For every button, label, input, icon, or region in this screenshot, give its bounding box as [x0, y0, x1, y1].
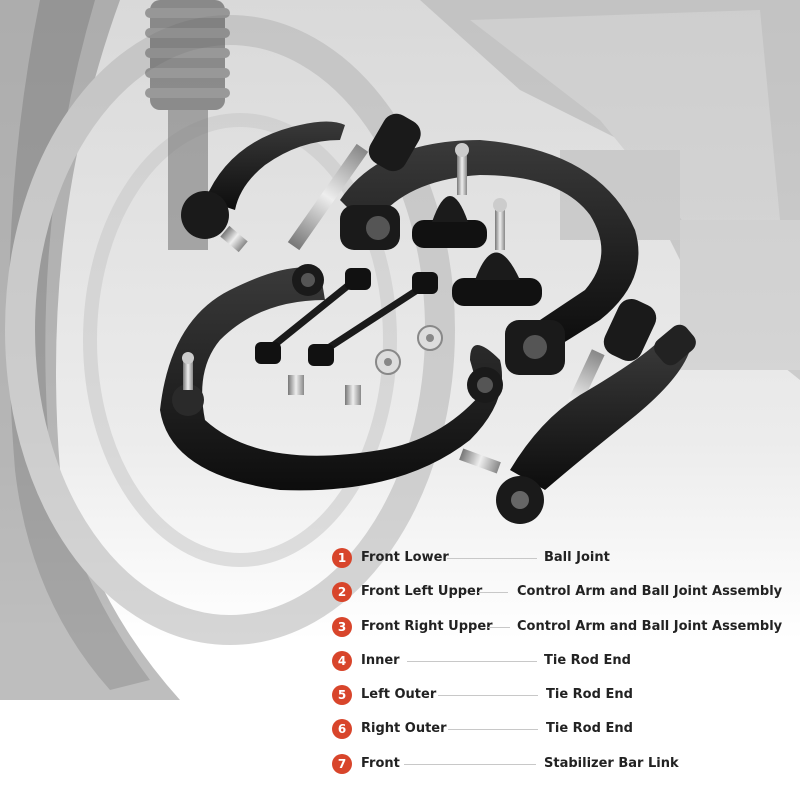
part-name: Tie Rod End [544, 652, 631, 668]
parts-list: 1 Front Lower Ball Joint 2 Front Left Up… [332, 546, 782, 786]
washers [375, 325, 443, 375]
leader-line [488, 626, 510, 628]
part-row-6: 6 Right Outer Tie Rod End [332, 717, 782, 751]
part-row-1: 1 Front Lower Ball Joint [332, 546, 782, 580]
stabilizer-bar-link-1 [255, 268, 371, 395]
right-outer-tie-rod-end [459, 324, 696, 524]
part-name: Tie Rod End [546, 687, 633, 703]
left-inner-tie-rod [287, 113, 421, 251]
leader-line [478, 592, 508, 594]
part-name: Control Arm and Ball Joint Assembly [517, 618, 783, 634]
leader-line [438, 695, 538, 697]
leader-line [447, 558, 537, 559]
part-name: Stabilizer Bar Link [544, 755, 679, 771]
engine-bay-background [420, 0, 800, 380]
part-row-2: 2 Front Left Upper Control Arm and Ball … [332, 580, 782, 614]
number-badge: 2 [332, 582, 352, 603]
part-position: Front Left Upper [361, 584, 483, 600]
number-badge: 6 [332, 719, 352, 740]
number-badge: 1 [332, 548, 352, 568]
lower-ball-joint-1 [412, 143, 487, 248]
part-row-4: 4 Inner Tie Rod End [332, 649, 782, 683]
number-badge: 7 [332, 753, 352, 774]
part-position: Left Outer [361, 687, 437, 703]
part-name: Ball Joint [544, 550, 610, 565]
part-position: Front [361, 755, 400, 771]
part-name: Control Arm and Ball Joint Assembly [517, 584, 783, 600]
lower-ball-joint-2 [452, 198, 542, 306]
part-position: Front Right Upper [361, 618, 493, 634]
part-position: Front Lower [361, 550, 449, 565]
leader-line [407, 660, 537, 662]
right-upper-control-arm [340, 140, 639, 375]
shock-absorber-background [145, 0, 230, 250]
stabilizer-bar-link-2 [308, 272, 438, 405]
left-upper-control-arm [160, 264, 503, 491]
leader-line [404, 763, 536, 765]
part-position: Right Outer [361, 721, 447, 737]
leader-line [448, 729, 538, 731]
part-row-7: 7 Front Stabilizer Bar Link [332, 752, 782, 786]
number-badge: 5 [332, 685, 352, 706]
number-badge: 3 [332, 616, 352, 637]
part-row-5: 5 Left Outer Tie Rod End [332, 683, 782, 717]
number-badge: 4 [332, 650, 352, 671]
part-position: Inner [361, 652, 400, 668]
part-row-3: 3 Front Right Upper Control Arm and Ball… [332, 615, 782, 649]
part-name: Tie Rod End [546, 721, 633, 737]
left-outer-tie-rod-end [181, 121, 345, 253]
